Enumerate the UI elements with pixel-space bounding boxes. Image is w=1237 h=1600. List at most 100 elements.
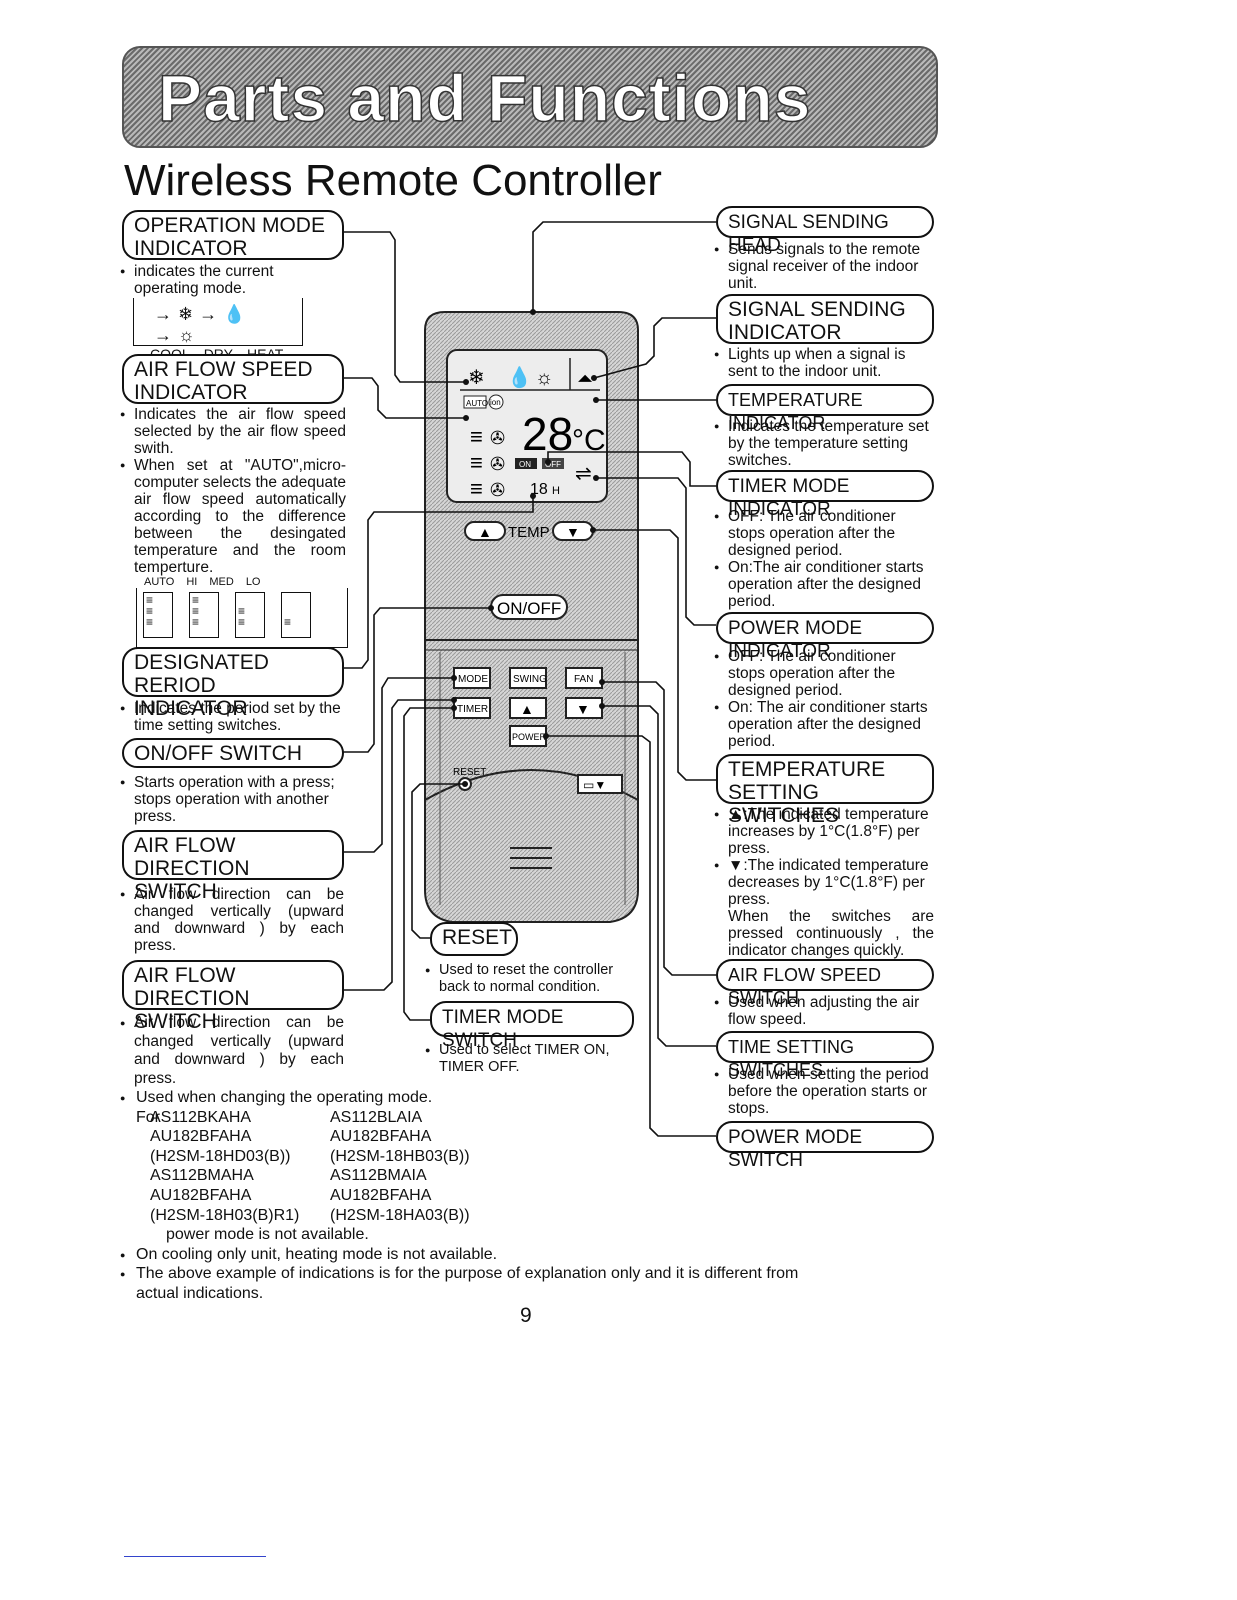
note-cooling-only: On cooling only unit, heating mode is no… (120, 1245, 840, 1265)
model-name: (H2SM-18HA03(B)) (330, 1206, 470, 1224)
note-power-mode-na: power mode is not available. (166, 1226, 369, 1244)
model-name: (H2SM-18HB03(B)) (330, 1147, 470, 1165)
fan-auto-icon: ≡≡≡ (143, 592, 173, 638)
air-flow-direction-switch-2-label: AIR FLOW DIRECTION SWITCH (122, 960, 344, 1033)
model-name: AS112BKAHA (150, 1108, 252, 1126)
lcd-display: ❄ 💧 ☼ ⏶ AUTO ion 28 °C ≡ ≡ ≡ ✇ ✇ ✇ ON OF… (446, 349, 608, 503)
air-flow-direction-1-description: Air flow direction can be changed vertic… (120, 886, 344, 954)
notes-section: Used when changing the operating mode. F… (120, 1088, 840, 1304)
connector-dots (451, 309, 605, 787)
on-off-switch-description: Starts operation with a press; stops ope… (120, 774, 356, 825)
air-flow-direction-switch-1-label: AIR FLOW DIRECTION SWITCH (122, 830, 344, 903)
fan-bars-med-icon: ≡ (470, 450, 483, 475)
temp-controls: ▲ TEMP ▼ (464, 521, 594, 541)
note-models: For (136, 1108, 160, 1126)
signal-sending-head-label: SIGNAL SENDING HEAD (716, 206, 934, 256)
operation-mode-description: indicates the current operating mode. (120, 263, 342, 297)
footer-rule (124, 1556, 266, 1557)
model-name: AS112BMAHA (150, 1167, 254, 1185)
timer-off-tag: OFF (545, 460, 561, 469)
page-number: 9 (520, 1304, 532, 1327)
fan-lo-label: LO (245, 576, 261, 588)
model-list: AS112BKAHA AS112BLAIA AU182BFAHA AU182BFAH… (120, 1108, 840, 1226)
air-flow-speed-switch-description: Used when adjusting the air flow speed. (714, 994, 936, 1028)
temperature-setting-switches-description: ▲:The indicated temperature increases by… (714, 806, 934, 959)
mode-button[interactable]: MODE (453, 667, 491, 689)
sun-icon: ☼ (535, 367, 553, 389)
temperature-indicator-label: TEMPERATURE INDICATOR (716, 384, 934, 433)
timer-mode-switch-description: Used to select TIMER ON, TIMER OFF. (425, 1042, 631, 1076)
fan-icon: ✇ (490, 454, 505, 474)
on-off-switch-label: ON/OFF SWITCH (122, 738, 344, 768)
model-name: AU182BFAHA (150, 1186, 252, 1204)
model-name: AU182BFAHA (150, 1128, 252, 1146)
air-flow-speed-indicator-label: AIR FLOW SPEED INDICATOR (122, 354, 344, 404)
fan-button[interactable]: FAN (565, 667, 603, 689)
timer-unit: H (552, 485, 560, 497)
power-mode-switch-label: POWER MODE SWITCH (716, 1121, 934, 1171)
fan-med-icon: ≡≡ (235, 592, 265, 638)
fan-speed-legend: AUTO HI MED LO ≡≡≡ ≡≡≡ ≡≡ ≡ (136, 576, 348, 648)
title-banner: Parts and Functions (122, 46, 938, 148)
timer-on-tag: ON (519, 460, 531, 469)
model-name: AU182BFAHA (330, 1128, 432, 1146)
temp-label: TEMP (508, 524, 550, 541)
mode-legend: →❄→💧→☼ COOL DRY HEAT (133, 298, 303, 362)
reset-label: RESET (453, 767, 486, 778)
temperature-setting-switches-label: TEMPERATURE SETTING SWITCHES (716, 754, 934, 827)
model-name: (H2SM-18H03(B)R1) (150, 1206, 300, 1224)
drop-icon: 💧 (507, 365, 532, 389)
swing-button[interactable]: SWING (509, 667, 547, 689)
signal-sending-indicator-label: SIGNAL SENDING INDICATOR (716, 294, 934, 344)
temp-up-button[interactable] (464, 521, 506, 541)
battery-icon: ▭▼ (583, 778, 606, 792)
air-flow-speed-switch-label: AIR FLOW SPEED SWITCH (716, 959, 934, 1008)
fan-icon: ✇ (490, 480, 505, 500)
fan-auto-label: AUTO (144, 576, 175, 588)
fan-hi-label: HI (186, 576, 198, 588)
up-arrow-icon: ▲ (520, 701, 534, 717)
power-button[interactable]: POWER (509, 725, 547, 747)
power-button-label: POWER (512, 732, 547, 742)
power-mode-indicator-label: POWER MODE INDICATOR (716, 612, 934, 662)
time-setting-switches-label: TIME SETTING SWITCHES (716, 1031, 934, 1080)
down-arrow-icon: ▼ (576, 701, 590, 717)
power-mode-icon: ⇌ (575, 463, 592, 485)
swing-button-label: SWING (513, 674, 547, 685)
timer-button[interactable]: TIMER (453, 697, 491, 719)
signal-icon: ⏶ (577, 368, 593, 390)
temperature-indicator-description: Indicates the temperature set by the tem… (714, 418, 934, 469)
signal-sending-indicator-description: Lights up when a signal is sent to the i… (714, 346, 934, 380)
fan-med-label: MED (209, 576, 234, 588)
note-changing-mode: Used when changing the operating mode. (120, 1088, 840, 1108)
mode-button-label: MODE (458, 674, 488, 685)
model-name: AS112BLAIA (330, 1108, 423, 1126)
timer-mode-indicator-label: TIMER MODE INDICATOR (716, 470, 934, 520)
down-arrow-icon: ▼ (566, 524, 580, 540)
up-arrow-icon: ▲ (478, 524, 492, 540)
fan-hi-icon: ≡≡≡ (189, 592, 219, 638)
battery-cover (577, 774, 623, 794)
designated-period-indicator-label: DESIGNATED RERIOD INDICATOR (122, 647, 344, 720)
signal-sending-head-description: Sends signals to the remote signal recei… (714, 241, 934, 292)
power-mode-indicator-description: OFF: The air conditioner stops operation… (714, 648, 934, 750)
timer-button-label: TIMER (457, 704, 488, 715)
timer-mode-switch-label: TIMER MODE SWITCH (430, 1001, 634, 1051)
on-off-button[interactable]: ON/OFF (490, 594, 568, 620)
page-title: Parts and Functions (157, 60, 812, 136)
mode-sequence-icons: →❄→💧→☼ (154, 304, 252, 345)
operation-mode-indicator-label: OPERATION MODE INDICATOR (122, 210, 344, 260)
connector-lines (342, 221, 716, 1137)
time-up-button[interactable]: ▲ (509, 697, 547, 719)
fan-icon: ✇ (490, 428, 505, 448)
time-down-button[interactable]: ▼ (565, 697, 603, 719)
model-name: AS112BMAIA (330, 1167, 427, 1185)
ion-tag: ion (490, 398, 501, 407)
timer-mode-indicator-description: OFF: The air conditioner stops operation… (714, 508, 934, 610)
air-flow-speed-description: Indicates the air flow speed selected by… (120, 406, 346, 576)
auto-tag: AUTO (466, 399, 488, 408)
note-example: The above example of indications is for … (120, 1264, 840, 1303)
fan-bars-lo-icon: ≡ (470, 476, 483, 501)
reset-function-label: RESET (430, 922, 518, 956)
